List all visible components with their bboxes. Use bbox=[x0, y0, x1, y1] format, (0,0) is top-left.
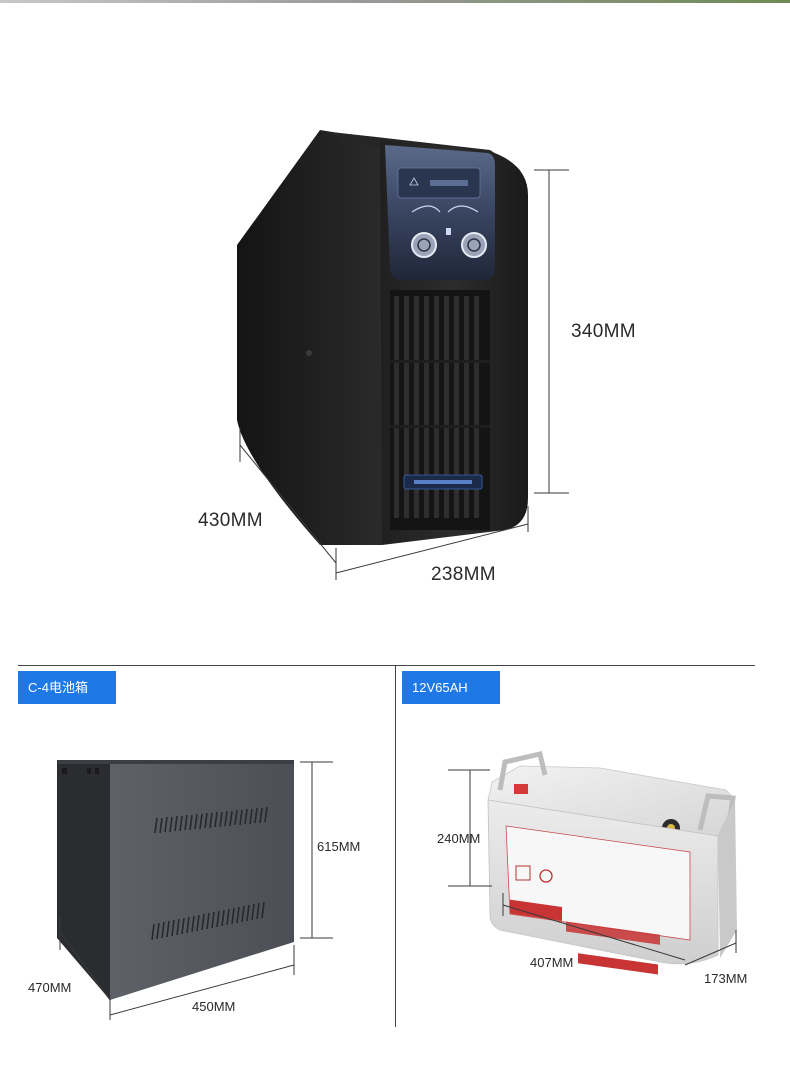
cabinet-height-label: 615MM bbox=[317, 839, 361, 854]
cabinet-dimension-lines bbox=[59, 761, 333, 1020]
battery-cabinet-tag: C-4电池箱 bbox=[18, 671, 116, 704]
ups-width-line bbox=[335, 523, 529, 574]
battery-length-label: 407MM bbox=[530, 955, 574, 970]
ups-front-vent-grille bbox=[390, 290, 490, 530]
lead-acid-battery bbox=[487, 751, 737, 975]
power-icon bbox=[417, 238, 431, 252]
cabinet-lower-vent-slots bbox=[151, 901, 265, 941]
ups-dimension-lines bbox=[239, 169, 569, 580]
battery-model-mark bbox=[566, 921, 660, 945]
battery-width-line bbox=[684, 942, 737, 966]
battery-danger-mark bbox=[578, 953, 658, 975]
cabinet-upper-vent-slots bbox=[154, 806, 268, 834]
section-divider-vertical bbox=[395, 665, 396, 1027]
section-divider-horizontal bbox=[18, 665, 755, 666]
cabinet-top-edge bbox=[58, 760, 294, 764]
power-icon bbox=[467, 238, 481, 252]
ups-unit bbox=[237, 130, 528, 545]
battery-side-panel bbox=[718, 800, 737, 958]
ups-control-panel bbox=[385, 145, 495, 280]
battery-dimension-lines bbox=[448, 769, 737, 966]
cabinet-rear-port-icon bbox=[62, 768, 67, 774]
battery-width-label: 173MM bbox=[704, 971, 748, 986]
battery-handle bbox=[497, 751, 548, 791]
cabinet-front-panel bbox=[110, 760, 294, 1000]
battery-cabinet bbox=[57, 760, 294, 1000]
power-on-button bbox=[461, 232, 487, 258]
cabinet-rear-port-icon bbox=[95, 768, 99, 774]
ups-height-label: 340MM bbox=[571, 321, 636, 342]
warning-icon bbox=[409, 177, 419, 186]
ups-side-panel bbox=[237, 130, 382, 545]
top-accent-bar bbox=[0, 0, 790, 3]
ups-width-label: 238MM bbox=[431, 564, 496, 585]
ups-lcd-bar bbox=[430, 180, 468, 186]
ups-depth-line bbox=[239, 444, 337, 564]
cabinet-depth-line bbox=[59, 931, 111, 1001]
positive-terminal-icon bbox=[514, 784, 528, 794]
ups-mode-indicator bbox=[411, 205, 479, 213]
ups-brand-plate-text-mark bbox=[414, 480, 472, 484]
ups-side-screw-icon bbox=[306, 350, 312, 356]
ups-status-led bbox=[446, 228, 451, 235]
cabinet-depth-label: 470MM bbox=[28, 980, 72, 995]
battery-brand-mark bbox=[510, 899, 562, 921]
cabinet-rear-port-icon bbox=[87, 768, 91, 774]
recycle-icon bbox=[539, 869, 553, 883]
power-off-button bbox=[411, 232, 437, 258]
recycle-icon bbox=[515, 865, 531, 881]
cabinet-width-label: 450MM bbox=[192, 999, 236, 1014]
battery-tag: 12V65AH bbox=[402, 671, 500, 704]
cabinet-width-line bbox=[109, 964, 295, 1016]
cabinet-side-panel bbox=[57, 760, 110, 1000]
battery-height-label: 240MM bbox=[437, 831, 481, 846]
battery-length-line bbox=[502, 904, 686, 961]
ups-depth-label: 430MM bbox=[198, 510, 263, 531]
